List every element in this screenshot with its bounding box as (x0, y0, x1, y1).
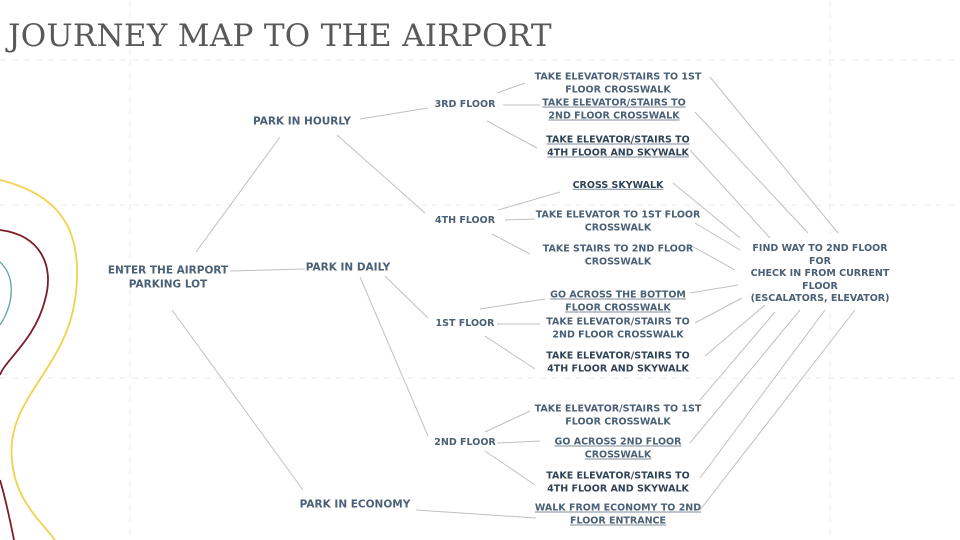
node-1st-bottom-crosswalk: GO ACROSS THE BOTTOM FLOOR CROSSWALK (550, 289, 686, 314)
page-title: JOURNEY MAP TO THE AIRPORT (8, 18, 552, 54)
node-3rd-elevator-1st-crosswalk: TAKE ELEVATOR/STAIRS TO 1ST FLOOR CROSSW… (534, 71, 702, 96)
node-enter-parking-lot: ENTER THE AIRPORT PARKING LOT (107, 264, 229, 291)
node-2nd-elevator-4th-skywalk: TAKE ELEVATOR/STAIRS TO 4TH FLOOR AND SK… (546, 470, 690, 495)
node-4th-stairs-2nd-crosswalk: TAKE STAIRS TO 2ND FLOOR CROSSWALK (542, 243, 694, 268)
decorative-curve-yellow (0, 179, 79, 540)
node-1st-floor: 1ST FLOOR (435, 317, 495, 329)
node-1st-elevator-4th-skywalk: TAKE ELEVATOR/STAIRS TO 4TH FLOOR AND SK… (546, 350, 690, 375)
node-2nd-floor: 2ND FLOOR (434, 436, 496, 448)
node-economy-walk-2nd-entrance: WALK FROM ECONOMY TO 2ND FLOOR ENTRANCE (534, 502, 702, 527)
node-3rd-elevator-4th-skywalk: TAKE ELEVATOR/STAIRS TO 4TH FLOOR AND SK… (546, 134, 690, 159)
node-4th-floor: 4TH FLOOR (434, 214, 496, 226)
node-2nd-elevator-1st-crosswalk: TAKE ELEVATOR/STAIRS TO 1ST FLOOR CROSSW… (534, 403, 702, 428)
connector-lines (171, 76, 856, 519)
decorative-curve-maroon-lower (0, 479, 15, 540)
node-3rd-elevator-2nd-crosswalk: TAKE ELEVATOR/STAIRS TO 2ND FLOOR CROSSW… (542, 97, 686, 122)
node-park-economy: PARK IN ECONOMY (299, 498, 411, 511)
node-find-way-2nd-floor: FIND WAY TO 2ND FLOOR FOR CHECK IN FROM … (750, 242, 890, 304)
node-2nd-across-crosswalk: GO ACROSS 2ND FLOOR CROSSWALK (554, 436, 682, 461)
decorative-curve-maroon (0, 229, 49, 376)
node-4th-elevator-1st-crosswalk: TAKE ELEVATOR TO 1ST FLOOR CROSSWALK (535, 209, 701, 234)
decorative-curve-teal (0, 261, 12, 326)
node-4th-cross-skywalk: CROSS SKYWALK (572, 179, 664, 191)
node-1st-elevator-2nd-crosswalk: TAKE ELEVATOR/STAIRS TO 2ND FLOOR CROSSW… (546, 316, 690, 341)
node-park-daily: PARK IN DAILY (305, 261, 391, 274)
node-3rd-floor: 3RD FLOOR (434, 98, 496, 110)
node-park-hourly: PARK IN HOURLY (252, 115, 352, 128)
